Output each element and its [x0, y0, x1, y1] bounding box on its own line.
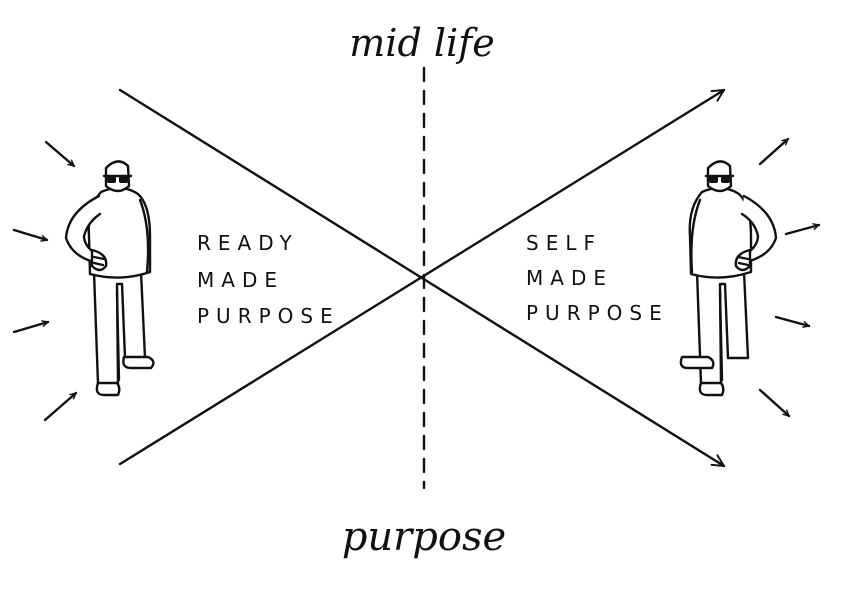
- arrow-right-icon: [758, 388, 791, 418]
- left-line-2: MADE: [197, 268, 284, 292]
- top-label: mid life: [349, 21, 494, 65]
- arrow-right-icon: [44, 140, 76, 168]
- right-outward-arrows: [758, 137, 821, 418]
- left-person-shoe: [122, 355, 155, 370]
- left-person-shoe: [95, 381, 121, 397]
- left-line-3: PURPOSE: [197, 304, 340, 328]
- right-person-torso: [688, 186, 753, 279]
- left-line-1: READY: [197, 231, 299, 255]
- arrow-right-icon: [784, 223, 821, 236]
- left-inward-arrows: [12, 140, 78, 422]
- right-person-shoe: [679, 355, 715, 370]
- sunglasses-icon: [709, 176, 718, 183]
- arrow-right-icon: [12, 320, 50, 334]
- sunglasses-icon: [107, 176, 116, 183]
- right-person-figure: [679, 160, 778, 397]
- diagonal-line-up-arrow: [118, 88, 726, 466]
- ready-made-purpose-label: READY MADE PURPOSE: [197, 231, 340, 328]
- bottom-label: purpose: [342, 514, 506, 560]
- right-line-1: SELF: [526, 231, 602, 255]
- right-person-shoe: [698, 381, 725, 397]
- arrow-right-icon: [758, 137, 790, 166]
- self-made-purpose-label: SELF MADE PURPOSE: [526, 231, 669, 325]
- right-line-3: PURPOSE: [526, 301, 669, 325]
- arrow-right-icon: [774, 315, 811, 328]
- right-line-2: MADE: [526, 266, 613, 290]
- arrow-right-icon: [43, 391, 78, 422]
- arrow-right-icon: [12, 228, 49, 242]
- left-person-figure: [64, 160, 155, 397]
